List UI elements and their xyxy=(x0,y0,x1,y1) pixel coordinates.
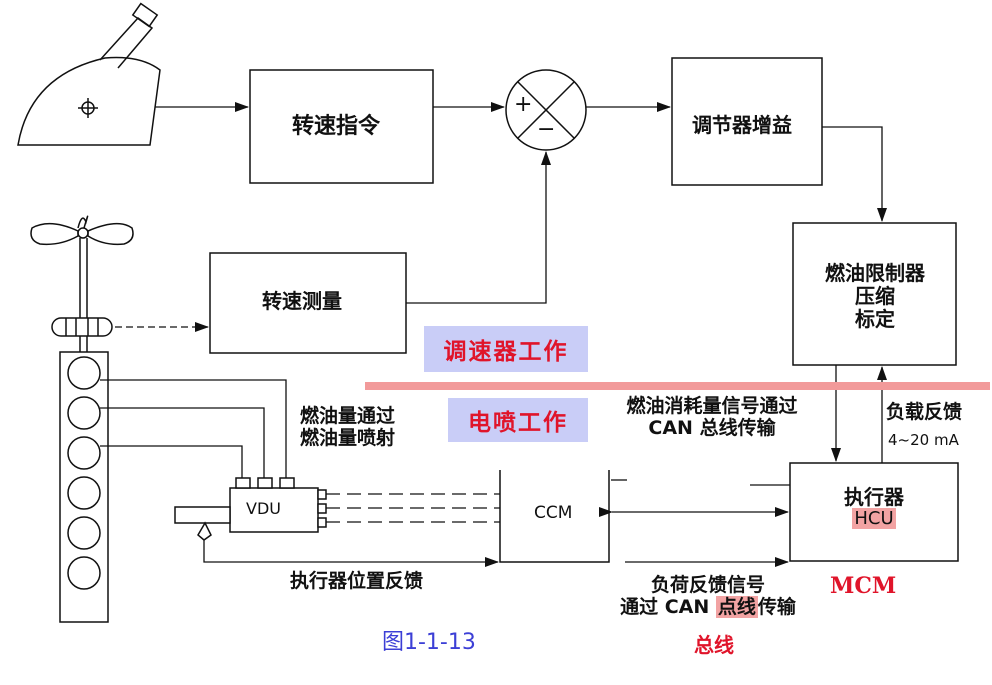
actuator-label: 执行器 HCU xyxy=(800,486,948,530)
actuator-position-feedback-label: 执行器位置反馈 xyxy=(290,570,424,592)
governor-work-badge: 调速器工作 xyxy=(424,326,588,372)
governor-gain-label: 调节器增益 xyxy=(692,113,792,137)
fuel-limiter-block xyxy=(792,222,957,366)
governor-gain-block xyxy=(671,57,823,186)
injection-work-badge: 电喷工作 xyxy=(448,398,588,442)
speed-command-block xyxy=(249,69,434,184)
current-range-label: 4~20 mA xyxy=(888,431,959,449)
vdu-unit xyxy=(174,477,327,541)
signal-lines xyxy=(100,102,887,567)
load-feedback-label: 负载反馈 xyxy=(886,401,963,423)
governor-work-text: 调速器工作 xyxy=(443,339,569,365)
speed-measure-label: 转速测量 xyxy=(262,289,342,313)
load-signal-line1: 负荷反馈信号 xyxy=(650,574,765,596)
vdu-label: VDU xyxy=(246,499,281,518)
throttle-lever-icon xyxy=(17,2,161,146)
speed-command-label: 转速指令 xyxy=(292,114,381,139)
fuel-limiter-line2: 压缩 xyxy=(855,284,895,308)
ccm-label: CCM xyxy=(534,503,573,523)
summing-junction xyxy=(505,69,587,151)
dotted-line-highlight: 点线 xyxy=(715,595,758,618)
engine-cylinders-icon xyxy=(59,351,109,623)
flyweight-sensor-icon xyxy=(30,215,134,352)
minus-sign: − xyxy=(537,117,556,142)
fuel-quantity-line2: 燃油量喷射 xyxy=(300,426,396,449)
load-signal-label: 负荷反馈信号 通过 CAN 点线传输 xyxy=(598,574,818,619)
speed-measure-block xyxy=(209,252,407,354)
figure-caption: 图1-1-13 xyxy=(382,630,476,655)
mcm-label: MCM xyxy=(830,573,897,599)
fuel-limiter-line1: 燃油限制器 xyxy=(825,261,925,285)
fuel-limiter-line3: 标定 xyxy=(855,307,895,331)
injection-work-text: 电喷工作 xyxy=(468,410,568,436)
plus-sign: + xyxy=(514,92,533,117)
fuel-limiter-label: 燃油限制器 压缩 标定 xyxy=(805,262,945,331)
actuator-hcu: HCU xyxy=(852,508,896,529)
load-signal-line2: 通过 CAN 点线传输 xyxy=(620,595,796,618)
fuel-consumption-line1: 燃油消耗量信号通过 xyxy=(626,395,798,417)
fuel-quantity-label: 燃油量通过 燃油量喷射 xyxy=(300,405,396,450)
bus-label: 总线 xyxy=(694,633,734,657)
fuel-quantity-line1: 燃油量通过 xyxy=(300,405,396,427)
fuel-consumption-line2: CAN 总线传输 xyxy=(648,416,776,439)
fuel-consumption-label: 燃油消耗量信号通过 CAN 总线传输 xyxy=(602,395,822,440)
actuator-line1: 执行器 xyxy=(844,485,904,509)
